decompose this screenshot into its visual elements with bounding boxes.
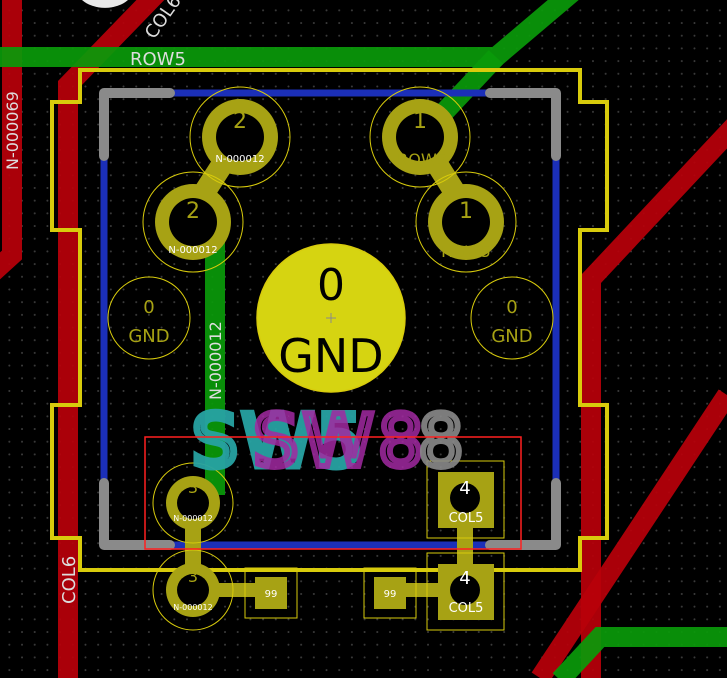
pad-gnd-right[interactable]: 0 GND <box>470 276 554 360</box>
reference-designators: SW5 SW8 8 <box>189 396 467 487</box>
pad-net-label: COL5 <box>449 511 484 526</box>
label-right-edge: C <box>722 139 727 161</box>
courtyard-rect <box>100 89 560 549</box>
trace-row5[interactable] <box>0 0 579 67</box>
pad-4-bottom[interactable]: 4 COL5 <box>426 552 505 631</box>
pad-gnd-center[interactable]: 0 GND <box>256 243 406 393</box>
pad-1-mid[interactable]: 1 ROW5 <box>415 171 517 273</box>
pad-number: 4 <box>459 568 470 589</box>
pad-number: 3 <box>188 567 198 586</box>
pad-number: 1 <box>459 199 473 224</box>
pad-number: 2 <box>186 199 200 224</box>
label-n000012: N-000012 <box>206 321 225 400</box>
pad-number: 2 <box>233 109 247 134</box>
silkscreen-outline <box>50 68 609 572</box>
pad-number: 0 <box>317 260 345 311</box>
pad-net-label: N-000012 <box>168 245 217 256</box>
label-n000069: N-000069 <box>3 91 22 170</box>
ref-sw5[interactable]: SW5 <box>189 396 367 487</box>
pad-number: 0 <box>506 297 517 318</box>
trace-col5-bottom[interactable] <box>552 627 727 678</box>
label-col6-bottom: COL6 <box>59 556 80 604</box>
smd-pad-left[interactable]: 99 <box>244 567 298 619</box>
pad-3-bottom[interactable]: 3 N-000012 <box>152 549 234 631</box>
pad-net-label: ROW5 <box>441 242 491 261</box>
ref-sw8-grey: 8 <box>418 399 464 483</box>
trace-col6-right[interactable] <box>581 119 727 678</box>
selection-rectangle[interactable] <box>144 436 522 550</box>
pad-net-label: GND <box>128 326 169 347</box>
fab-corners <box>99 88 561 550</box>
ref-sw8[interactable]: SW8 <box>250 396 428 486</box>
pad-label: 99 <box>384 589 397 600</box>
pad-3-top[interactable]: 3 N-000012 <box>152 462 234 544</box>
pad-gnd-left[interactable]: 0 GND <box>107 276 191 360</box>
pad-label: 99 <box>265 589 278 600</box>
pad-net-label: ROW5 <box>397 150 447 169</box>
pad-2-top[interactable]: 2 N-000012 <box>189 86 291 188</box>
pad-net-label: N-000012 <box>173 514 212 523</box>
pad-net-label: N-000012 <box>173 603 212 612</box>
pad-number: 4 <box>459 478 470 499</box>
trace-right-diagonal[interactable] <box>531 389 727 678</box>
pad-number: 3 <box>188 478 198 497</box>
trace-col6-left[interactable] <box>58 0 165 678</box>
label-row5: ROW5 <box>130 49 186 70</box>
pad-1-top[interactable]: 1 ROW5 <box>369 86 471 188</box>
pad-net-label: COL5 <box>449 601 484 616</box>
pad-2-mid[interactable]: 2 N-000012 <box>142 171 244 273</box>
partial-pad-topleft <box>82 0 128 8</box>
pads: 2 N-000012 2 N-000012 1 ROW5 1 ROW5 <box>107 86 554 631</box>
pad-number: 0 <box>143 297 154 318</box>
pad-net-label: GND <box>278 329 383 383</box>
pad-4-top[interactable]: 4 COL5 <box>426 460 505 539</box>
pad-net-label: N-000012 <box>215 154 264 165</box>
smd-pad-right[interactable]: 99 <box>363 567 417 619</box>
pad-net-label: GND <box>491 326 532 347</box>
pad-number: 1 <box>413 109 427 134</box>
trace-n000069[interactable] <box>0 0 22 280</box>
